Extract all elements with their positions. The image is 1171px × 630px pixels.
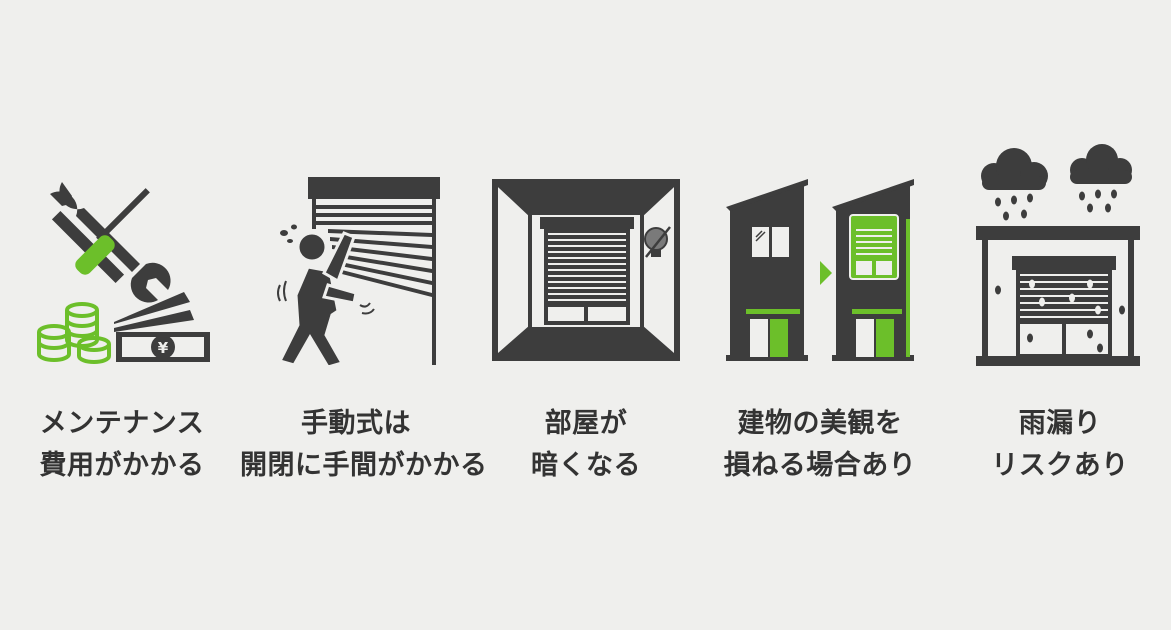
arrow-right-icon [820, 261, 832, 285]
item-rain-leak-risk: 雨漏り リスクあり [960, 0, 1160, 630]
tools-and-money-icon: ¥ [37, 182, 210, 364]
item-label: メンテナンス 費用がかかる [39, 408, 205, 481]
person-pulling-shutter-icon [277, 177, 440, 365]
rain-leak-shutter-icon [976, 144, 1140, 366]
item-room-dark: 部屋が 暗くなる [488, 0, 684, 630]
yen-icon: ¥ [158, 339, 169, 357]
dark-room-shutter-icon [492, 179, 680, 361]
cloud-icon [981, 144, 1132, 190]
item-building-aesthetics: 建物の美観を 損ねる場合あり [712, 0, 928, 630]
item-label: 手動式は 開閉に手間がかかる [240, 408, 488, 481]
item-label: 建物の美観を 損ねる場合あり [723, 408, 917, 481]
item-maintenance-cost: ¥ メンテナンス 費用がかかる [22, 0, 222, 630]
item-manual-operation: 手動式は 開閉に手間がかかる [240, 0, 488, 630]
item-label: 雨漏り リスクあり [991, 408, 1129, 481]
building-before-after-shutter-icon [726, 179, 914, 361]
raindrop-icon [995, 189, 1117, 221]
light-off-icon [644, 226, 671, 258]
item-label: 部屋が 暗くなる [531, 408, 641, 481]
